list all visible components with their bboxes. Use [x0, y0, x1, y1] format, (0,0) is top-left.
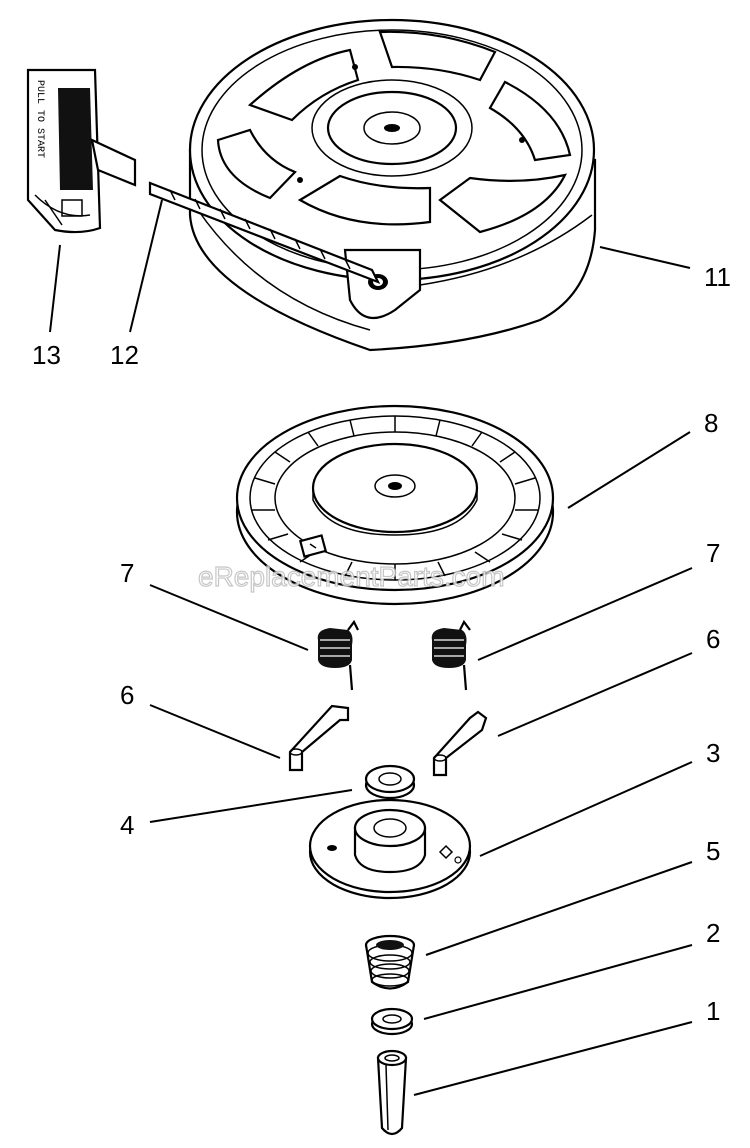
part-5-center-spring [364, 934, 416, 990]
callout-13: 13 [32, 340, 61, 370]
part-3-retainer [308, 798, 472, 900]
callout-6-right: 6 [706, 624, 720, 654]
leader-lines [49, 199, 693, 1096]
part-6-right-pawl [432, 710, 488, 777]
part-7-left-spring [317, 619, 359, 691]
callout-6-left: 6 [120, 680, 134, 710]
callout-11: 11 [704, 262, 731, 292]
callout-numbers: 11 12 13 8 7 7 6 6 4 3 5 2 1 [32, 262, 731, 1026]
watermark: eReplacementParts.com [198, 561, 505, 592]
handle-label: PULL TO START [34, 80, 45, 158]
callout-4: 4 [120, 810, 134, 840]
callout-3: 3 [706, 738, 720, 768]
part-1-center-pin [376, 1049, 408, 1136]
part-13-starter-handle: PULL TO START [26, 68, 137, 234]
part-12-starter-rope [148, 181, 381, 285]
part-4-washer [364, 764, 416, 800]
callout-8: 8 [704, 408, 718, 438]
part-8-pulley [235, 404, 555, 606]
callout-5: 5 [706, 836, 720, 866]
part-11-starter-housing [188, 18, 597, 352]
part-2-small-washer [370, 1007, 414, 1036]
part-7-right-spring [431, 619, 471, 691]
callout-7-right: 7 [706, 538, 720, 568]
callout-2: 2 [706, 918, 720, 948]
callout-12: 12 [110, 340, 139, 370]
part-6-left-pawl [288, 704, 350, 772]
callout-1: 1 [706, 996, 720, 1026]
callout-7-left: 7 [120, 558, 134, 588]
